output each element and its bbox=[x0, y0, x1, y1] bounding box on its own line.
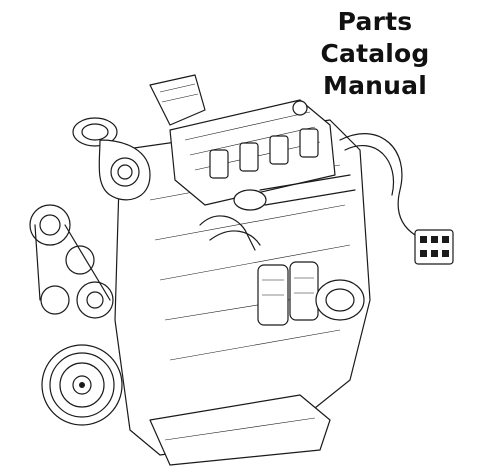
turbocharger bbox=[72, 74, 206, 201]
front-accessories bbox=[29, 204, 114, 319]
side-cover bbox=[315, 279, 365, 321]
valve-cover bbox=[169, 99, 336, 206]
oil-pan bbox=[149, 394, 331, 466]
wiring-harness bbox=[339, 133, 454, 265]
title-line-1: Parts Catalog bbox=[320, 7, 430, 68]
fuel-lines bbox=[199, 174, 356, 251]
catalog-title: Parts Catalog Manual bbox=[280, 6, 470, 102]
title-line-2: Manual bbox=[323, 71, 427, 100]
damper-pulley bbox=[41, 344, 123, 426]
fuel-filters bbox=[257, 261, 319, 326]
